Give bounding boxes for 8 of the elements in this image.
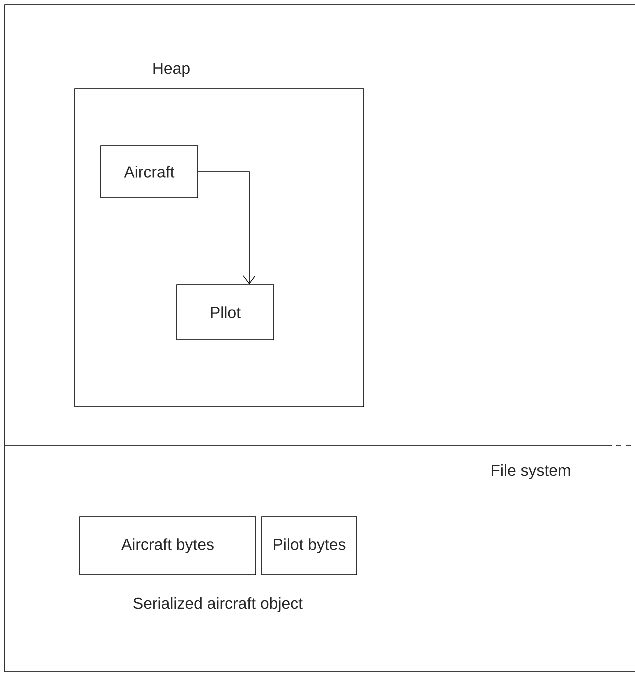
- object-box: Pllot: [176, 284, 274, 340]
- region-label: File system: [492, 464, 570, 480]
- node-label: Heap: [154, 63, 190, 78]
- caption: Serialized aircraft object: [134, 597, 303, 612]
- object-box: Pilot bytes: [262, 516, 358, 576]
- object-box: Aircraft: [100, 146, 198, 198]
- arrow: [198, 172, 256, 285]
- object-box: Aircraft bytes: [80, 516, 256, 576]
